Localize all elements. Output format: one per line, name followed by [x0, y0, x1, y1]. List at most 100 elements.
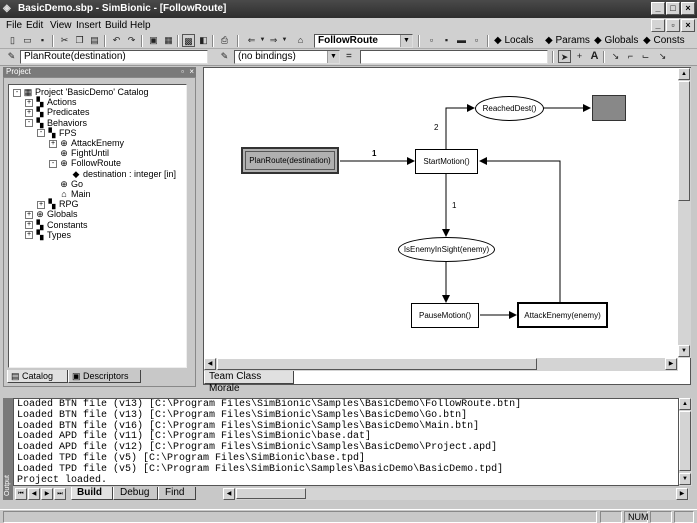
scroll-down-icon[interactable]: ▼: [678, 345, 690, 357]
tree-item[interactable]: +▚Predicates: [25, 107, 90, 118]
consts-button[interactable]: ◆ Consts: [643, 35, 685, 46]
bindings-icon[interactable]: ✎: [220, 51, 229, 61]
back-icon[interactable]: ⇐: [247, 35, 256, 45]
node-is-enemy-in-sight[interactable]: IsEnemyInSight(enemy): [398, 237, 495, 262]
mdi-restore-button[interactable]: ▫: [666, 19, 680, 32]
tree-item[interactable]: -⊕FollowRoute: [49, 158, 121, 169]
expand-icon[interactable]: +: [49, 139, 57, 148]
menu-view[interactable]: View: [50, 20, 72, 31]
scroll-left-icon[interactable]: ◀: [223, 488, 235, 500]
redo-icon[interactable]: ↷: [127, 35, 136, 45]
tree-item[interactable]: +▚RPG: [37, 199, 79, 210]
tree-item[interactable]: -▚FPS: [37, 128, 77, 139]
mdi-close-button[interactable]: ×: [681, 19, 695, 32]
open-folder-icon[interactable]: ▭: [23, 35, 32, 45]
connector2-icon[interactable]: ⌐: [627, 51, 634, 61]
output-vscroll-thumb[interactable]: [679, 411, 691, 471]
tree-item[interactable]: -▚Behaviors: [25, 118, 87, 129]
params-button[interactable]: ◆ Params: [545, 35, 590, 46]
copy-icon[interactable]: ❐: [75, 35, 84, 45]
scroll-up-icon[interactable]: ▲: [679, 398, 691, 410]
view-mode1-icon[interactable]: ▫: [429, 35, 434, 45]
tab-build[interactable]: Build: [71, 487, 113, 500]
canvas-hscroll-thumb[interactable]: [217, 358, 537, 370]
minimize-button[interactable]: _: [651, 2, 665, 15]
close-panel-icon[interactable]: ×: [189, 67, 194, 76]
undo-icon[interactable]: ↶: [112, 35, 121, 45]
view-mode4-icon[interactable]: ▫: [474, 35, 479, 45]
menu-file[interactable]: File: [6, 20, 23, 31]
bindings-select[interactable]: (no bindings) ▼: [234, 50, 340, 64]
tab-last-icon[interactable]: ⏭: [54, 488, 66, 500]
back-dropdown-icon[interactable]: ▼: [259, 37, 266, 43]
menu-help[interactable]: Help: [130, 20, 151, 31]
close-button[interactable]: ×: [681, 2, 695, 15]
tab-catalog[interactable]: ▤Catalog: [7, 370, 68, 383]
tree-item[interactable]: +⊕AttackEnemy: [49, 138, 124, 149]
view-mode3-icon[interactable]: ▬: [457, 35, 466, 45]
home-icon[interactable]: ⌂: [297, 35, 304, 45]
expand-icon[interactable]: +: [25, 221, 33, 230]
forward-icon[interactable]: ⇒: [269, 35, 278, 45]
tab-first-icon[interactable]: ⏮: [15, 488, 27, 500]
tree-item[interactable]: +▚Actions: [25, 97, 77, 108]
tree-item[interactable]: +▚Types: [25, 230, 71, 241]
menu-insert[interactable]: Insert: [76, 20, 102, 31]
app-icon[interactable]: ◈: [3, 3, 11, 14]
project-tree[interactable]: -▦Project 'BasicDemo' Catalog+▚Actions+▚…: [8, 84, 187, 368]
paste-icon[interactable]: ▤: [90, 35, 99, 45]
view-mode2-icon[interactable]: ▪: [444, 35, 449, 45]
collapse-icon[interactable]: -: [25, 119, 33, 128]
expand-icon[interactable]: +: [25, 211, 33, 220]
text-icon[interactable]: A: [590, 50, 599, 62]
tab-prev-icon[interactable]: ◀: [28, 488, 40, 500]
chevron-down-icon[interactable]: ▼: [327, 51, 339, 63]
tree-item[interactable]: ⌂Main: [49, 189, 90, 200]
binding-expression-field[interactable]: [360, 50, 548, 64]
connector3-icon[interactable]: ⌙: [641, 51, 650, 61]
canvas-vscroll-thumb[interactable]: [678, 81, 690, 201]
output-vscrollbar[interactable]: ▲ ▼: [679, 398, 692, 486]
tree-item[interactable]: +⊕Globals: [25, 209, 78, 220]
connector1-icon[interactable]: ↘: [611, 51, 620, 61]
output-hscrollbar[interactable]: ◀ ▶: [223, 488, 689, 500]
expand-icon[interactable]: +: [25, 231, 33, 240]
connector4-icon[interactable]: ↘: [658, 51, 667, 61]
tab-find[interactable]: Find: [158, 487, 196, 500]
node-plan-route[interactable]: PlanRoute(destination): [241, 147, 339, 174]
canvas-hscrollbar[interactable]: ◀ ▶: [204, 358, 678, 371]
behavior-select[interactable]: FollowRoute ▼: [314, 34, 413, 48]
scroll-right-icon[interactable]: ▶: [665, 358, 677, 370]
connect-icon[interactable]: ◧: [199, 35, 208, 45]
cut-icon[interactable]: ✂: [60, 35, 69, 45]
tab-descriptors[interactable]: ▣Descriptors: [68, 370, 141, 383]
tab-team-class-morale[interactable]: Team Class Morale: [204, 371, 294, 394]
collapse-icon[interactable]: -: [37, 129, 45, 138]
print-icon[interactable]: ⎙: [220, 35, 229, 45]
output-log[interactable]: Loaded BTN file (v13) [C:\Program Files\…: [13, 398, 679, 486]
expand-icon[interactable]: +: [25, 98, 33, 107]
expand-icon[interactable]: +: [25, 109, 33, 118]
build-icon[interactable]: ▦: [164, 35, 173, 45]
tree-item[interactable]: ⊕FightUntil: [49, 148, 109, 159]
scroll-left-icon[interactable]: ◀: [204, 358, 216, 370]
pointer-icon[interactable]: ➤: [558, 50, 571, 63]
node-start-motion[interactable]: StartMotion(): [415, 149, 478, 174]
menu-edit[interactable]: Edit: [26, 20, 44, 31]
tab-debug[interactable]: Debug: [113, 487, 158, 500]
tree-item[interactable]: ⊕Go: [49, 179, 83, 190]
edit-expression-icon[interactable]: ✎: [7, 51, 16, 61]
edge-attack-to-start[interactable]: [479, 157, 561, 302]
tree-item[interactable]: -▦Project 'BasicDemo' Catalog: [13, 87, 148, 98]
maximize-button[interactable]: □: [666, 2, 680, 15]
behavior-canvas[interactable]: 1 2 1 PlanRoute(destination) StartMotion…: [203, 67, 691, 394]
node-final[interactable]: [592, 95, 626, 121]
debug-icon[interactable]: ▩: [182, 34, 195, 47]
node-attack-enemy[interactable]: AttackEnemy(enemy): [517, 302, 608, 328]
menu-build[interactable]: Build: [105, 20, 128, 31]
tree-item[interactable]: ◆destination : integer [in]: [61, 169, 177, 180]
forward-dropdown-icon[interactable]: ▼: [281, 37, 288, 43]
collapse-icon[interactable]: -: [13, 88, 21, 97]
compile-icon[interactable]: ▣: [149, 35, 158, 45]
output-hscroll-thumb[interactable]: [236, 488, 306, 499]
